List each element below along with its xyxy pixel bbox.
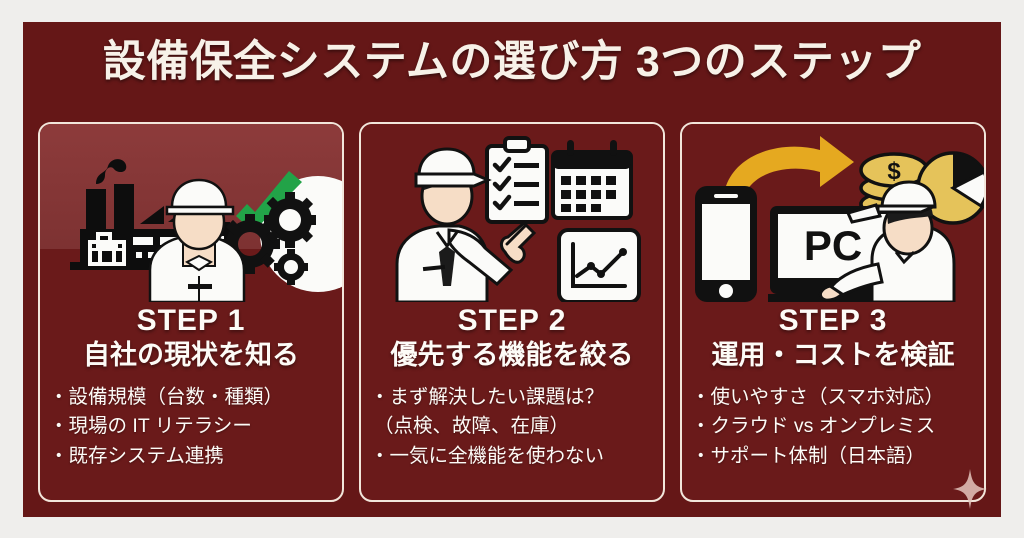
- step-card-1-bullets: ・設備規模（台数・種類） ・現場の IT リテラシー ・既存システム連携: [40, 384, 342, 473]
- step-label-3: STEP 3: [778, 303, 888, 337]
- coin-dollar-symbol: $: [887, 158, 901, 185]
- list-item: ・使いやすさ（スマホ対応）: [691, 385, 944, 408]
- step-label-1: STEP 1: [136, 303, 246, 337]
- illustration-step-2: [361, 123, 663, 302]
- illustration-step-1: [40, 123, 342, 302]
- step-label-2: STEP 2: [457, 303, 567, 337]
- step-title-2: 優先する機能を絞る: [390, 340, 634, 371]
- list-item: ・一気に全機能を使わない: [370, 444, 605, 467]
- step-card-2[interactable]: STEP 2 優先する機能を絞る ・まず解決したい課題は？ （点検、故障、在庫）…: [359, 121, 665, 502]
- smartphone-icon: [695, 185, 757, 302]
- step-title-1: 自社の現状を知る: [83, 340, 299, 371]
- step-title-3: 運用・コストを検証: [711, 340, 955, 371]
- engineer-checklist-calendar-chart-icon: [361, 123, 663, 302]
- illustration-step-3: $: [682, 123, 984, 302]
- step-card-2-title: STEP 2 優先する機能を絞る: [361, 304, 663, 372]
- step-card-1[interactable]: STEP 1 自社の現状を知る ・設備規模（台数・種類） ・現場の IT リテラ…: [38, 121, 344, 502]
- monitor-label: PC: [804, 222, 862, 269]
- operator-figure: [818, 179, 956, 302]
- step-card-2-bullets: ・まず解決したい課題は？ （点検、故障、在庫） ・一気に全機能を使わない: [361, 384, 663, 473]
- list-item: （点検、故障、在庫）: [374, 415, 570, 438]
- smartphone-pc-coins-piechart-icon: $: [682, 123, 984, 302]
- factory-worker-gears-check-icon: [40, 123, 342, 302]
- poster-frame: 設備保全システムの選び方 3つのステップ: [23, 21, 1001, 517]
- step-card-3-title: STEP 3 運用・コストを検証: [682, 304, 984, 372]
- steps-container: STEP 1 自社の現状を知る ・設備規模（台数・種類） ・現場の IT リテラ…: [23, 121, 1001, 512]
- list-item: ・現場の IT リテラシー: [49, 415, 252, 438]
- list-item: ・クラウド vs オンプレミス: [691, 415, 936, 438]
- page-title: 設備保全システムの選び方 3つのステップ: [102, 37, 922, 86]
- list-item: ・設備規模（台数・種類）: [49, 385, 284, 408]
- list-item: ・サポート体制（日本語）: [691, 444, 926, 467]
- step-card-3-bullets: ・使いやすさ（スマホ対応） ・クラウド vs オンプレミス ・サポート体制（日本…: [682, 384, 984, 473]
- step-card-3[interactable]: $: [680, 121, 986, 502]
- list-item: ・まず解決したい課題は？: [370, 385, 605, 408]
- step-card-1-title: STEP 1 自社の現状を知る: [40, 304, 342, 372]
- gold-arrow-icon: [726, 135, 854, 192]
- list-item: ・既存システム連携: [49, 444, 224, 467]
